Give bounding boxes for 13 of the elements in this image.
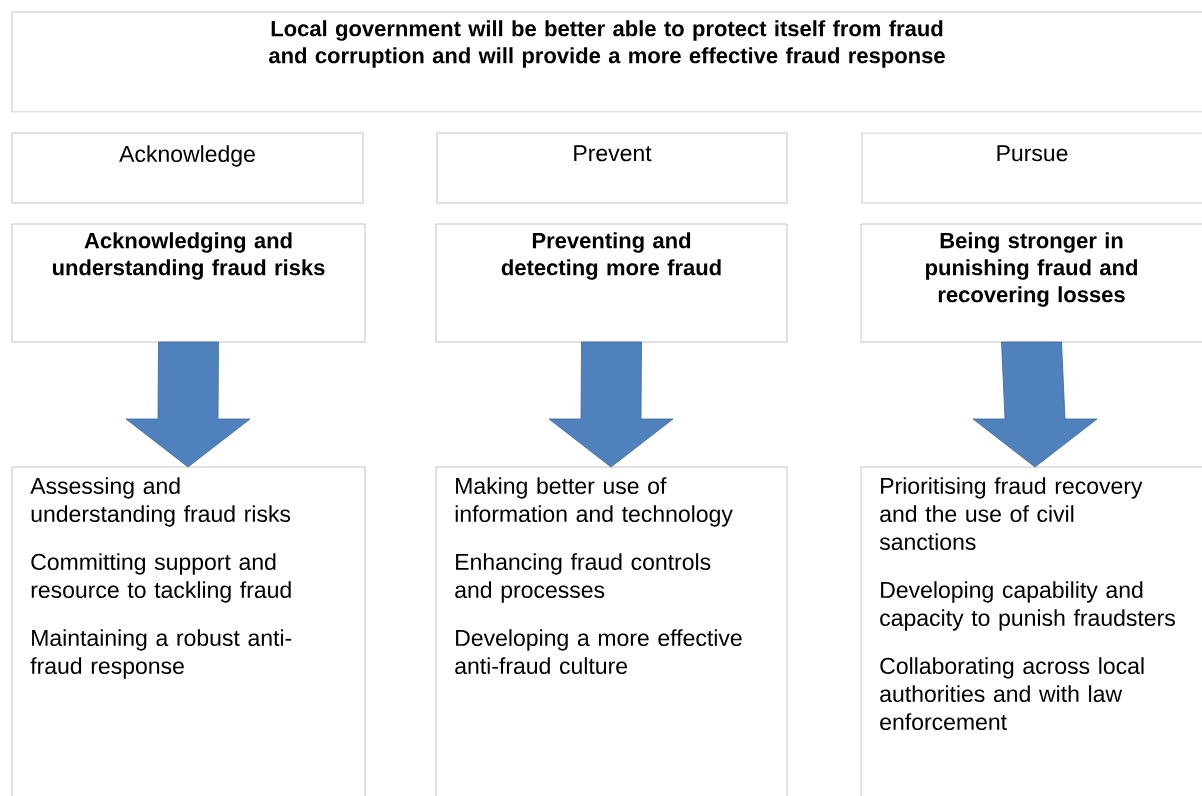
action-list-box: Assessing and understanding fraud risks Committing support and resource to tackling fraud Maintaining a robust anti-fraud response: [11, 466, 366, 796]
block-arrow: [125, 341, 251, 468]
objective-box: Preventing and detecting more fraud: [435, 223, 788, 343]
action-list-box: Prioritising fraud recovery and the use of civil sanctions Developing capability and capacity to punish fraudsters Collaborating across local authorities and with law enforcement: [860, 466, 1202, 796]
heading-box: Prevent: [436, 132, 788, 204]
heading-box: Acknowledge: [11, 132, 364, 204]
goal-box: Local government will be better able to protect itself from fraud and corruption and will provide a more effective fraud response: [11, 11, 1202, 113]
objective-box: Being stronger in punishing fraud and recovering losses: [860, 223, 1202, 343]
block-arrow: [972, 341, 1098, 468]
action-list-box: Making better use of information and technology Enhancing fraud controls and processes Developing a more effective anti-fraud culture: [435, 466, 788, 796]
heading-box: Pursue: [861, 132, 1202, 204]
block-arrow: [548, 341, 674, 468]
objective-box: Acknowledging and understanding fraud risks: [11, 223, 366, 343]
